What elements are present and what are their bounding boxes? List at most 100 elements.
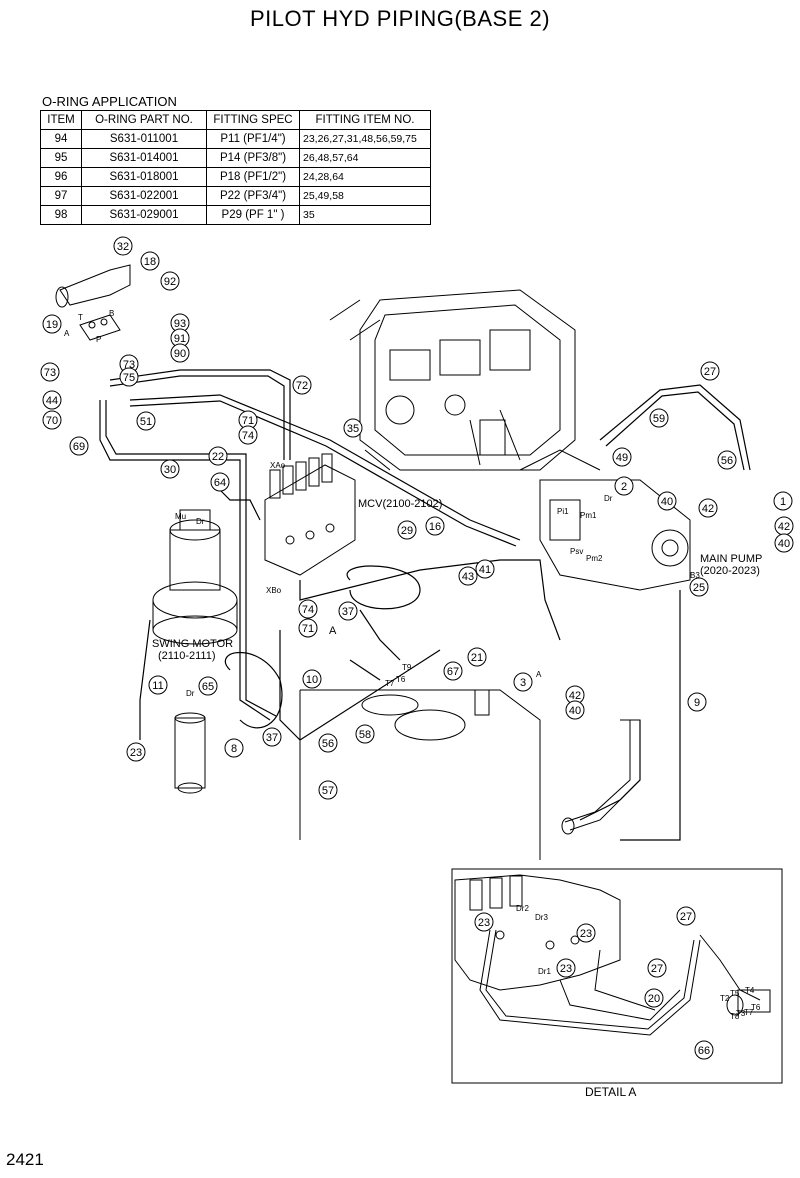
port-label: A: [536, 670, 542, 679]
table-cell: P22 (PF3/4"): [206, 186, 300, 206]
balloon-number: 30: [164, 464, 176, 476]
balloon-circle: [318, 733, 338, 753]
callout-balloon: 22: [208, 446, 228, 466]
balloon-number: 27: [651, 963, 663, 975]
balloon-circle: [160, 459, 180, 479]
balloon-circle: [318, 780, 338, 800]
callout-balloon: 9: [687, 692, 707, 712]
balloon-number: 91: [174, 333, 186, 345]
balloon-circle: [475, 559, 495, 579]
balloon-circle: [698, 498, 718, 518]
page-number: 2421: [6, 1150, 44, 1169]
balloon-circle: [657, 491, 677, 511]
balloon-number: 56: [322, 738, 334, 750]
table-caption: O-RING APPLICATION: [42, 94, 177, 109]
port-label: T4: [745, 986, 755, 995]
balloon-circle: [649, 408, 669, 428]
callout-balloon: 23: [126, 742, 146, 762]
port-label: T3: [736, 1009, 746, 1018]
balloon-number: 23: [560, 963, 572, 975]
port-label: P: [96, 335, 102, 344]
balloon-number: 27: [680, 911, 692, 923]
callout-balloon: 27: [647, 958, 667, 978]
callout-balloon: 40: [774, 533, 794, 553]
callout-balloon: 91: [170, 328, 190, 348]
component-label: MAIN PUMP: [700, 553, 763, 565]
balloon-circle: [513, 672, 533, 692]
balloon-number: 44: [46, 395, 58, 407]
balloon-circle: [687, 692, 707, 712]
balloon-circle: [458, 566, 478, 586]
balloon-circle: [338, 601, 358, 621]
component-label: A: [329, 625, 337, 637]
callout-balloon: 23: [474, 912, 494, 932]
callout-balloon: 19: [42, 314, 62, 334]
callout-balloon: 90: [170, 343, 190, 363]
balloon-circle: [148, 675, 168, 695]
balloon-number: 90: [174, 348, 186, 360]
balloon-number: 69: [73, 441, 85, 453]
component-label: (2020-2023): [700, 565, 760, 577]
balloon-number: 59: [653, 413, 665, 425]
callout-balloon: 42: [565, 685, 585, 705]
main-pump: [519, 449, 691, 591]
balloon-circle: [774, 533, 794, 553]
balloon-circle: [467, 647, 487, 667]
table-cell: 98: [40, 205, 82, 225]
callout-balloon: 51: [136, 411, 156, 431]
detail-a-drawing: [454, 874, 771, 1036]
balloon-number: 65: [202, 681, 214, 693]
balloon-number: 43: [462, 571, 474, 583]
balloon-circle: [298, 599, 318, 619]
component-label: (2110-2111): [158, 650, 216, 662]
callout-balloon: 64: [210, 472, 230, 492]
table-cell: P18 (PF1/2"): [206, 167, 300, 187]
balloon-number: 23: [130, 747, 142, 759]
port-label: T7: [385, 679, 395, 688]
balloon-number: 42: [702, 503, 714, 515]
balloon-number: 27: [704, 366, 716, 378]
balloon-number: 40: [661, 496, 673, 508]
callout-balloon: 42: [698, 498, 718, 518]
port-label: T7: [744, 1008, 754, 1017]
balloon-circle: [42, 410, 62, 430]
balloon-number: 66: [698, 1045, 710, 1057]
port-label: T6: [396, 675, 406, 684]
port-label: A: [64, 329, 70, 338]
component-label: MCV(2100-2102): [358, 498, 443, 510]
mcv: [264, 453, 356, 576]
port-label: T9: [402, 663, 412, 672]
balloon-number: 23: [580, 928, 592, 940]
balloon-number: 19: [46, 319, 58, 331]
callout-balloon: 23: [556, 958, 576, 978]
table-cell: P29 (PF 1" ): [206, 205, 300, 225]
callout-balloon: 11: [148, 675, 168, 695]
callout-balloon: 74: [298, 599, 318, 619]
balloon-number: 74: [302, 604, 314, 616]
callout-balloon: 18: [140, 251, 160, 271]
hydraulic-tank: [299, 689, 541, 860]
suction-pipe: [561, 719, 641, 835]
callout-balloon: 27: [676, 906, 696, 926]
port-label: T2: [720, 994, 730, 1003]
balloon-number: 1: [780, 496, 786, 508]
engine: [329, 289, 576, 471]
port-label: Pm1: [580, 511, 597, 520]
callout-balloon: 23: [576, 923, 596, 943]
col-header-fitting-item: FITTING ITEM NO.: [299, 110, 431, 130]
balloon-circle: [612, 447, 632, 467]
balloon-circle: [343, 418, 363, 438]
swing-lower-valve: [174, 712, 206, 794]
balloon-circle: [700, 361, 720, 381]
port-label: T6: [751, 1003, 761, 1012]
balloon-circle: [42, 314, 62, 334]
balloon-number: 2: [621, 481, 627, 493]
port-label: Dr3: [535, 913, 548, 922]
callout-balloon: 8: [224, 738, 244, 758]
table-cell: 97: [40, 186, 82, 206]
balloon-circle: [40, 362, 60, 382]
detail-a-frame: [451, 868, 783, 1084]
